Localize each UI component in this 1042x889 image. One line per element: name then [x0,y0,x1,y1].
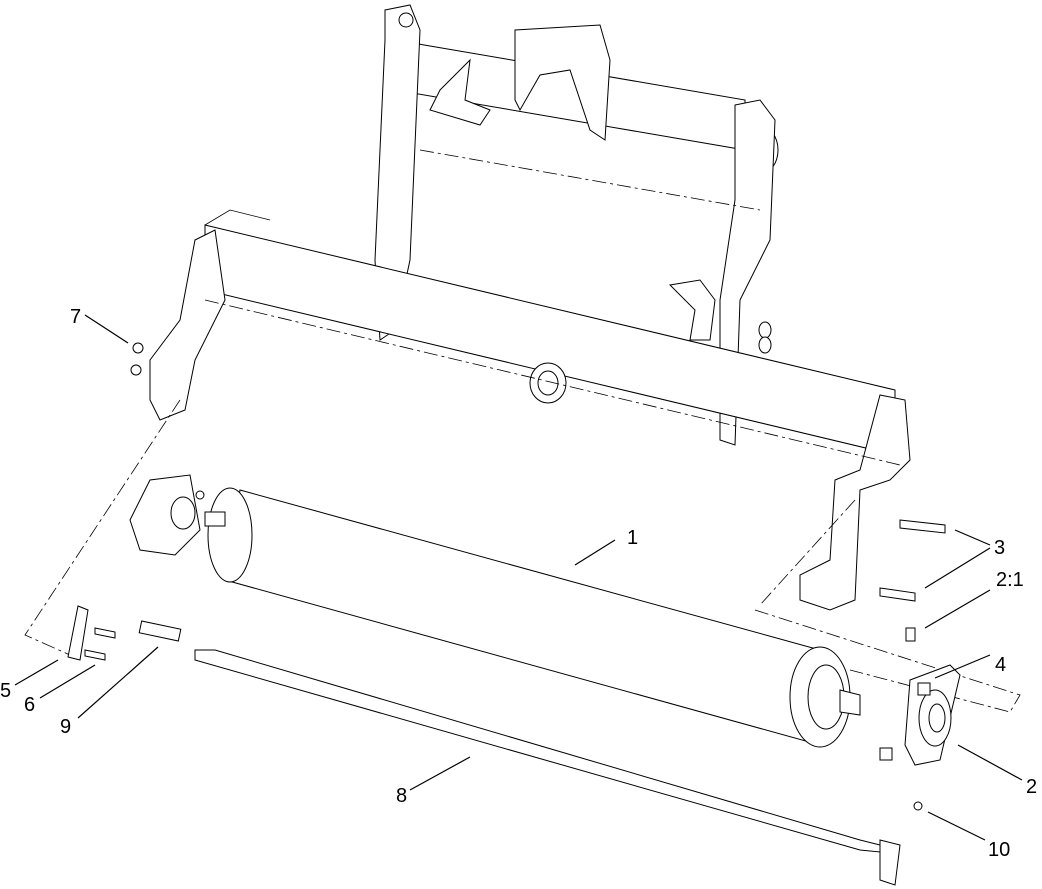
right-bearing-housing [904,664,961,766]
spring [138,620,182,642]
left-bearing-housing [129,474,201,556]
set-screw [905,627,916,642]
callout-6: 6 [24,694,36,716]
callout-4: 4 [995,654,1007,676]
frame-hook [668,279,716,341]
carriage-bolt [94,627,116,639]
bolt [899,519,946,534]
callout-1: 1 [627,527,639,549]
scraper-mount-plate [67,605,89,661]
frame-right-side-plate [799,394,911,611]
callout-10: 10 [988,839,1011,861]
callout-9: 9 [60,716,72,738]
bolt [879,587,916,602]
callout-8: 8 [396,785,408,807]
frame-left-side-plate [149,229,226,421]
roller [204,487,861,748]
frame-top-bracket [514,24,611,141]
nut [917,682,931,696]
leader-lines [14,314,1023,841]
callout-7: 7 [70,306,82,328]
carriage-bolt [84,649,106,661]
flange-nut [130,364,142,376]
callout-2: 2 [1026,776,1038,798]
callout-3: 3 [994,537,1006,559]
flange-nut [132,342,144,354]
frame-main-tube [204,209,896,456]
nut [879,747,893,761]
frame-left-upright [374,4,421,341]
callout-2-1: 2:1 [996,569,1024,591]
frame-left-bracket [429,58,491,126]
callout-5: 5 [0,680,12,702]
grease-fitting [913,801,923,811]
